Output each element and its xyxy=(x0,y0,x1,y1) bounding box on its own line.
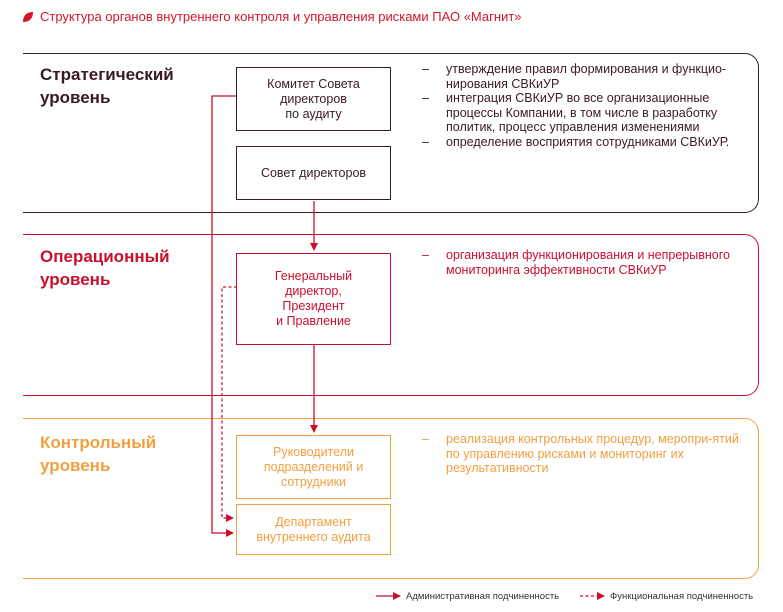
control-notes: реализация контрольных процедур, меропри… xyxy=(422,432,752,476)
board-box: Совет директоров xyxy=(236,146,391,200)
operational-level-frame xyxy=(23,234,759,396)
operational-level-label: Операционный уровень xyxy=(40,247,170,289)
strategic-notes: утверждение правил формирования и функци… xyxy=(422,62,752,149)
legend-functional: Функциональная подчиненность xyxy=(610,591,754,602)
heads-box: Руководители подразделений и сотрудники xyxy=(236,435,391,499)
control-note: реализация контрольных процедур, меропри… xyxy=(422,432,752,476)
audit-committee-box: Комитет Совета директоров по аудиту xyxy=(236,67,391,131)
header: Структура органов внутреннего контроля и… xyxy=(22,9,522,24)
strategic-level-label: Стратегический уровень xyxy=(40,65,174,107)
control-level-frame xyxy=(23,418,759,579)
strategic-level-frame xyxy=(23,53,759,213)
control-level-label: Контрольный уровень xyxy=(40,433,157,475)
strategic-note: определение восприятия сотрудниками СВКи… xyxy=(422,135,752,150)
operational-note: организация функционирования и непрерывн… xyxy=(422,248,752,277)
arrow-ceo-to-internal-audit xyxy=(221,286,237,522)
arrow-audit-committee-to-internal-audit xyxy=(211,95,237,537)
leaf-icon xyxy=(23,11,33,22)
page-title: Структура органов внутреннего контроля и… xyxy=(40,9,522,24)
strategic-note: утверждение правил формирования и функци… xyxy=(422,62,752,91)
internal-audit-box: Департамент внутреннего аудита xyxy=(236,504,391,555)
legend-administrative: Административная подчиненность xyxy=(406,591,560,602)
strategic-note: интеграция СВКиУР во все организационные… xyxy=(422,91,752,135)
operational-notes: организация функционирования и непрерывн… xyxy=(422,248,752,277)
ceo-box: Генеральный директор, Президент и Правле… xyxy=(236,253,391,345)
